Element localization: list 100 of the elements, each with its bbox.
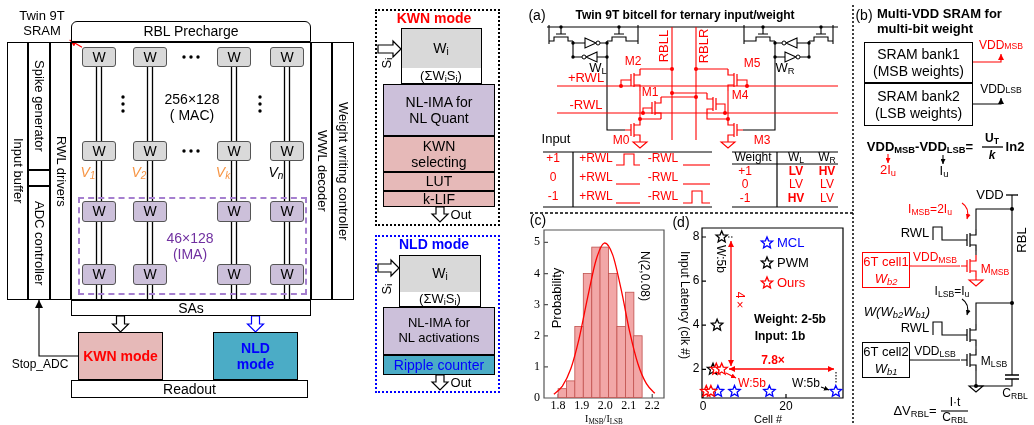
sram-bank-box: SRAM bank1 (MSB weights)	[864, 42, 973, 83]
current-label: 2I$_{u}$	[880, 162, 896, 178]
edge-label: VDD$_{LSB}$	[913, 345, 957, 359]
memory-cell: W	[270, 264, 304, 285]
wire	[909, 265, 961, 267]
memory-cell: W	[217, 264, 251, 285]
table-cell: -1	[547, 190, 559, 204]
mode-block: KWN mode	[78, 332, 163, 380]
table-cell: +RWL	[579, 152, 613, 166]
output-label: Out	[450, 375, 472, 391]
sram-cell-box	[862, 342, 910, 378]
table-cell: 0	[549, 171, 557, 185]
memory-cell: W	[133, 264, 167, 285]
tick-label: 4	[534, 266, 540, 281]
readout-block: Readout	[71, 380, 308, 398]
panel-title: NLD mode	[399, 235, 469, 253]
memory-cell: W	[217, 141, 251, 161]
table-header: Input	[541, 131, 571, 147]
formula-label: (ΣW$_{i}$S$_{i}$)	[419, 291, 461, 307]
memory-array	[71, 42, 311, 300]
tick-label: 2.1	[621, 399, 637, 413]
arrow	[972, 97, 1004, 105]
peripheral-block: WWL decoder	[311, 42, 332, 300]
memory-cell: W	[217, 201, 251, 222]
table-cell: -RWL	[647, 190, 679, 204]
bitline	[95, 284, 103, 301]
wordline-label: RWL	[900, 320, 930, 336]
output-label: Out	[450, 207, 472, 223]
table-cell: LV	[788, 165, 804, 179]
transistor-label: M4	[731, 89, 749, 103]
formula-label: (ΣW$_{i}$S$_{i}$)	[420, 68, 462, 84]
peripheral-block: Weight writing controller	[332, 42, 354, 300]
panel-label: (c)	[529, 211, 547, 229]
voltage-label: V$_{1}$	[80, 163, 96, 181]
memory-cell: W	[133, 47, 167, 67]
bitline	[95, 221, 103, 265]
memory-cell: W	[82, 141, 116, 161]
equation: C$_{RBL}$	[942, 411, 968, 425]
table-cell: -RWL	[647, 152, 679, 166]
weight-block	[399, 255, 481, 307]
panel-title: KWN mode	[396, 9, 472, 27]
cell-type-label: Twin 9T SRAM	[14, 8, 70, 40]
tick-label: 5	[534, 235, 540, 250]
memory-cell: W	[133, 201, 167, 222]
table-header: W$_{R}$	[818, 151, 836, 165]
array-size-label: 46×128 (IMA)	[165, 229, 215, 263]
function-block: NL-IMA for NL Quant	[383, 84, 495, 136]
wordline-label: -RWL	[569, 97, 603, 113]
current-label: I$_{u}$	[939, 163, 949, 179]
legend-label: PWM	[777, 255, 809, 271]
annotation-text: W:5b	[792, 377, 820, 391]
bitline	[283, 160, 291, 202]
panel-label: (d)	[672, 213, 690, 231]
hollow-arrow	[377, 258, 400, 278]
annotation-text: Weight: 2-5b	[754, 313, 826, 327]
memory-cell: W	[82, 201, 116, 222]
axis-label: Input Latency (clk #)	[677, 250, 691, 360]
peripheral-block: ADC controller	[28, 186, 50, 300]
arrow	[972, 53, 1004, 63]
bitline-label: RBLL	[656, 29, 672, 63]
bitline-label: RBL	[1014, 227, 1030, 253]
weight-formula: W(W$_{b2}$W$_{b1}$)	[863, 304, 931, 320]
bitline	[146, 160, 154, 202]
annotation-text: 7.8×	[761, 354, 785, 368]
tick-label: 20	[779, 400, 793, 414]
bitline	[283, 221, 291, 265]
voltage-label: V$_{k}$	[215, 163, 231, 181]
wire	[909, 359, 961, 361]
edge-label: VDD$_{MSB}$	[912, 251, 958, 265]
weight-label: W$_{i}$	[433, 39, 449, 57]
peripheral-block: Input buffer	[7, 42, 28, 300]
hollow-arrow	[377, 39, 402, 59]
panel-label: (b)	[855, 6, 873, 24]
tick-label: 0	[699, 400, 707, 414]
function-block: LUT	[383, 172, 495, 191]
memory-cell: W	[217, 47, 251, 67]
weight-bit-label: W$_{b2}$	[874, 271, 898, 287]
panel-title: Twin 9T bitcell for ternary input/weight	[575, 9, 795, 23]
annotation-text: W:5b	[738, 377, 766, 391]
panel-title: Multi-VDD SRAM for multi-bit weight	[877, 7, 1003, 37]
memory-cell: W	[133, 141, 167, 161]
table-cell: -1	[739, 192, 751, 206]
tick-label: 1.8	[550, 399, 566, 413]
node-label: W$_{R}$	[775, 60, 795, 76]
axis-label: I$_{MSB}$/I$_{LSB}$	[585, 413, 623, 425]
arrow	[69, 39, 83, 48]
tick-label: 0	[534, 391, 540, 405]
cell-name: 6T cell1	[863, 254, 909, 270]
voltage-label: V$_{2}$	[131, 163, 147, 181]
weight-block	[401, 28, 482, 84]
hollow-arrow	[430, 206, 450, 223]
capacitor-label: C$_{RBL}$	[1002, 387, 1028, 401]
equation: ln2	[1005, 139, 1025, 155]
tick-label: 1.9	[574, 399, 590, 413]
equation: VDD$_{MSB}$-VDD$_{LSB}$=	[866, 139, 974, 155]
hollow-arrow	[246, 315, 265, 333]
current-label: I$_{MSB}$=2I$_{u}$	[908, 203, 952, 217]
table-cell: +RWL	[579, 190, 613, 204]
table-cell: HV	[787, 192, 805, 206]
bitline	[230, 66, 238, 142]
